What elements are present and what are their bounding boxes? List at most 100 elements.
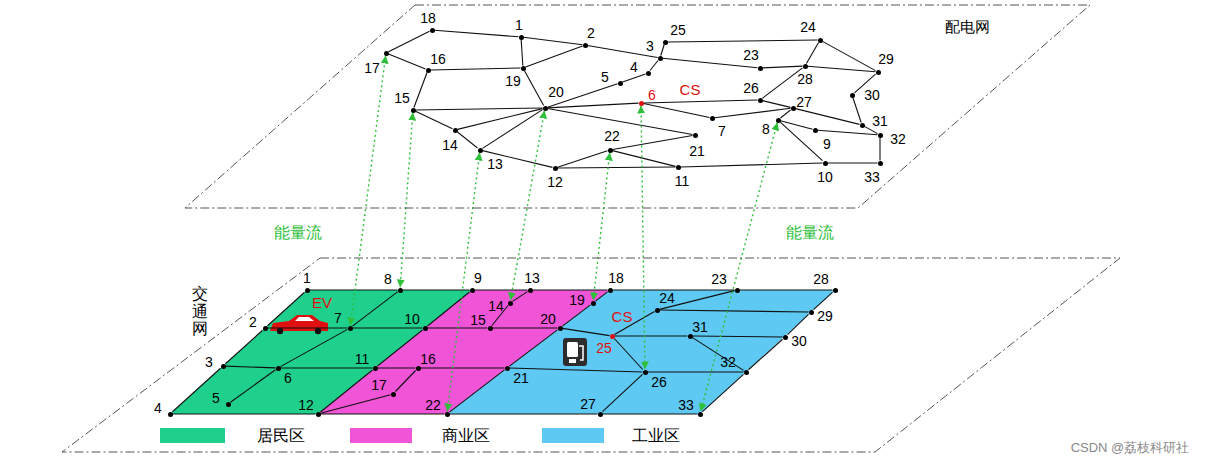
- node-number: 32: [720, 355, 736, 369]
- node-number: 29: [878, 52, 894, 66]
- network-line: [310, 289, 398, 290]
- network-node: 26: [758, 98, 763, 103]
- network-plane: 交通网1234567891011121314151617181920212223…: [62, 258, 1120, 452]
- plane-outline: [185, 5, 1090, 208]
- network-line: [321, 370, 373, 412]
- network-node: 19: [521, 66, 526, 71]
- network-line: [763, 66, 803, 68]
- network-line: [226, 366, 276, 368]
- node-number: 23: [743, 48, 759, 62]
- network-node: 22: [445, 412, 450, 417]
- legend-text: 居民区: [257, 428, 305, 444]
- network-node: 19: [591, 301, 596, 306]
- node-number: 13: [524, 271, 540, 285]
- network-node: 27: [791, 106, 796, 111]
- network-line: [458, 109, 543, 130]
- network-node: 8: [398, 288, 403, 293]
- network-node: 3: [221, 364, 226, 369]
- node-number: 8: [384, 272, 392, 286]
- network-line: [378, 330, 423, 366]
- node-number: 29: [817, 309, 833, 323]
- legend-swatch: [160, 428, 225, 443]
- network-node: 7: [348, 326, 353, 331]
- network-line: [389, 31, 430, 52]
- network-node: 33: [878, 161, 883, 166]
- network-plane: 配电网1234567891011121314151617181920212223…: [185, 5, 1090, 208]
- network-line: [173, 413, 316, 414]
- energy-flow-arrow: [701, 123, 778, 412]
- network-line: [823, 41, 876, 70]
- energy-flow-arrow: [641, 106, 645, 370]
- network-line: [510, 330, 558, 366]
- node-number: 27: [580, 397, 596, 411]
- energy-flow-arrow: [400, 113, 413, 288]
- network-line: [763, 68, 803, 98]
- node-number: 7: [334, 311, 342, 325]
- network-line: [421, 367, 505, 368]
- network-node: 25: [610, 334, 615, 339]
- network-line: [458, 132, 478, 148]
- energy-flow-arrow: [593, 153, 609, 301]
- node-number: 9: [474, 271, 482, 285]
- network-node: 11: [373, 366, 378, 371]
- network-node: 33: [698, 412, 703, 417]
- network-node: 20: [558, 326, 563, 331]
- network-node: 3: [658, 56, 663, 61]
- network-node: 29: [809, 310, 814, 315]
- network-line: [615, 335, 688, 336]
- network-line: [526, 46, 583, 67]
- network-line: [853, 98, 861, 123]
- network-node: 29: [876, 70, 881, 75]
- energy-flow-arrow: [350, 56, 385, 326]
- network-line: [788, 314, 809, 334]
- network-node: 1: [519, 35, 524, 40]
- network-line: [603, 374, 643, 411]
- plane-border: [62, 258, 1120, 452]
- network-line: [395, 371, 415, 392]
- network-line: [563, 328, 610, 335]
- network-line: [715, 108, 791, 117]
- network-line: [533, 289, 608, 290]
- node-number: 14: [488, 299, 504, 313]
- network-node: 2: [583, 43, 588, 48]
- network-line: [749, 339, 783, 370]
- network-line: [648, 371, 744, 372]
- node-number: 1: [515, 18, 523, 32]
- node-number: 4: [154, 401, 162, 415]
- network-line: [353, 292, 398, 326]
- node-number: 5: [601, 70, 609, 84]
- node-number: 32: [890, 132, 906, 146]
- network-line: [781, 122, 823, 160]
- network-node: 24: [655, 308, 660, 313]
- car-window: [295, 317, 314, 321]
- annotation: 能量流: [786, 225, 834, 241]
- annotation: 能量流: [274, 225, 322, 241]
- network-node: 23: [735, 288, 740, 293]
- network-line: [558, 166, 676, 168]
- network-node: 30: [850, 93, 855, 98]
- node-number: 18: [420, 11, 436, 25]
- network-line: [416, 111, 453, 129]
- network-node: 14: [508, 301, 513, 306]
- node-number: 26: [743, 81, 759, 95]
- node-number: 5: [212, 391, 220, 405]
- network-node: 4: [168, 412, 173, 417]
- node-number: 9: [823, 137, 831, 151]
- network-line: [818, 130, 878, 135]
- node-number: 17: [364, 61, 380, 75]
- plane-outline: [62, 258, 1120, 452]
- node-number: 21: [513, 371, 529, 385]
- network-node: 7: [710, 116, 715, 121]
- network-node: 16: [426, 68, 431, 73]
- network-line: [563, 305, 591, 326]
- network-line: [450, 370, 505, 412]
- node-number: 24: [659, 291, 675, 305]
- node-number: 15: [470, 313, 486, 327]
- network-line: [414, 73, 427, 108]
- network-line: [781, 121, 813, 130]
- node-number: 30: [791, 334, 807, 348]
- network-node: 28: [833, 288, 838, 293]
- network-line: [378, 367, 416, 368]
- legend-swatch: [542, 428, 604, 443]
